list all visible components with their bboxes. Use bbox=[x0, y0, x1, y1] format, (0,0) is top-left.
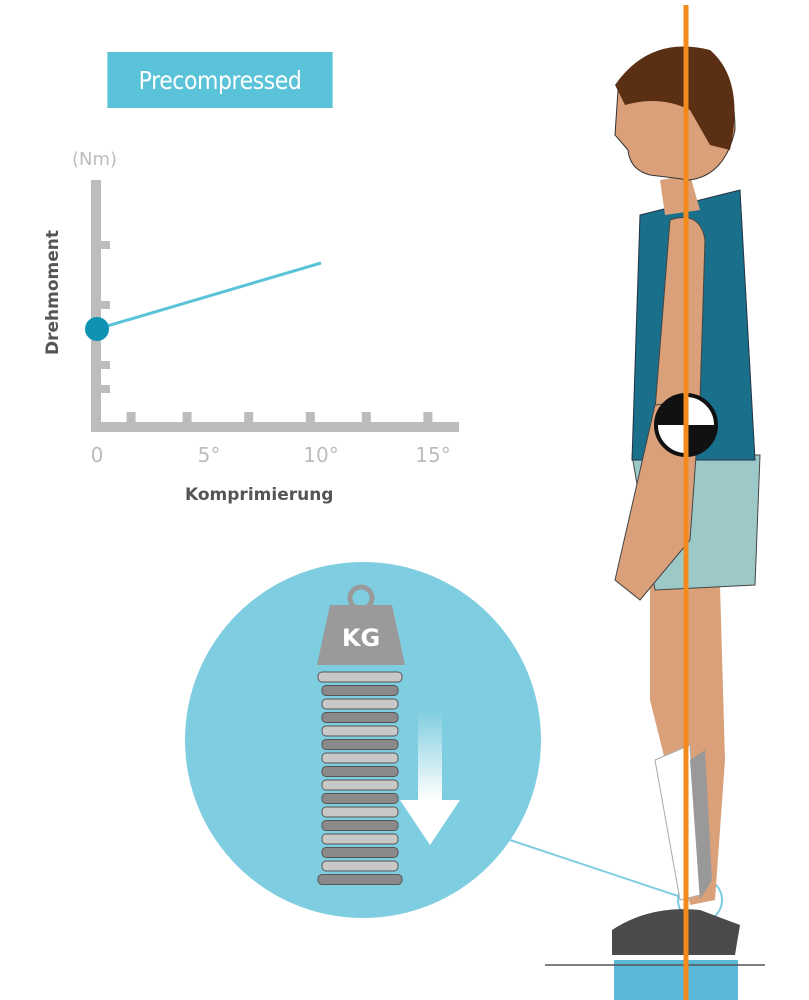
x-tick bbox=[182, 412, 192, 424]
series-line bbox=[96, 261, 322, 331]
x-axis-label: Komprimierung bbox=[185, 485, 333, 505]
x-tick bbox=[305, 412, 315, 424]
y-tick bbox=[100, 361, 110, 369]
x-tick-label: 10° bbox=[303, 443, 338, 467]
x-tick-label: 0 bbox=[91, 443, 104, 467]
series-start-point bbox=[85, 317, 109, 341]
y-tick bbox=[100, 301, 110, 309]
y-unit-label: (Nm) bbox=[72, 149, 117, 170]
y-axis-label: Drehmoment bbox=[43, 230, 63, 355]
x-tick bbox=[423, 412, 433, 424]
x-axis bbox=[91, 422, 459, 432]
x-tick bbox=[361, 412, 371, 424]
x-tick bbox=[244, 412, 254, 424]
x-tick-label: 15° bbox=[415, 443, 450, 467]
y-axis bbox=[91, 180, 101, 430]
x-tick bbox=[126, 412, 136, 424]
y-tick bbox=[100, 241, 110, 249]
y-tick bbox=[100, 385, 110, 393]
x-tick-label: 5° bbox=[198, 443, 221, 467]
title-banner: Precompressed bbox=[107, 52, 333, 108]
